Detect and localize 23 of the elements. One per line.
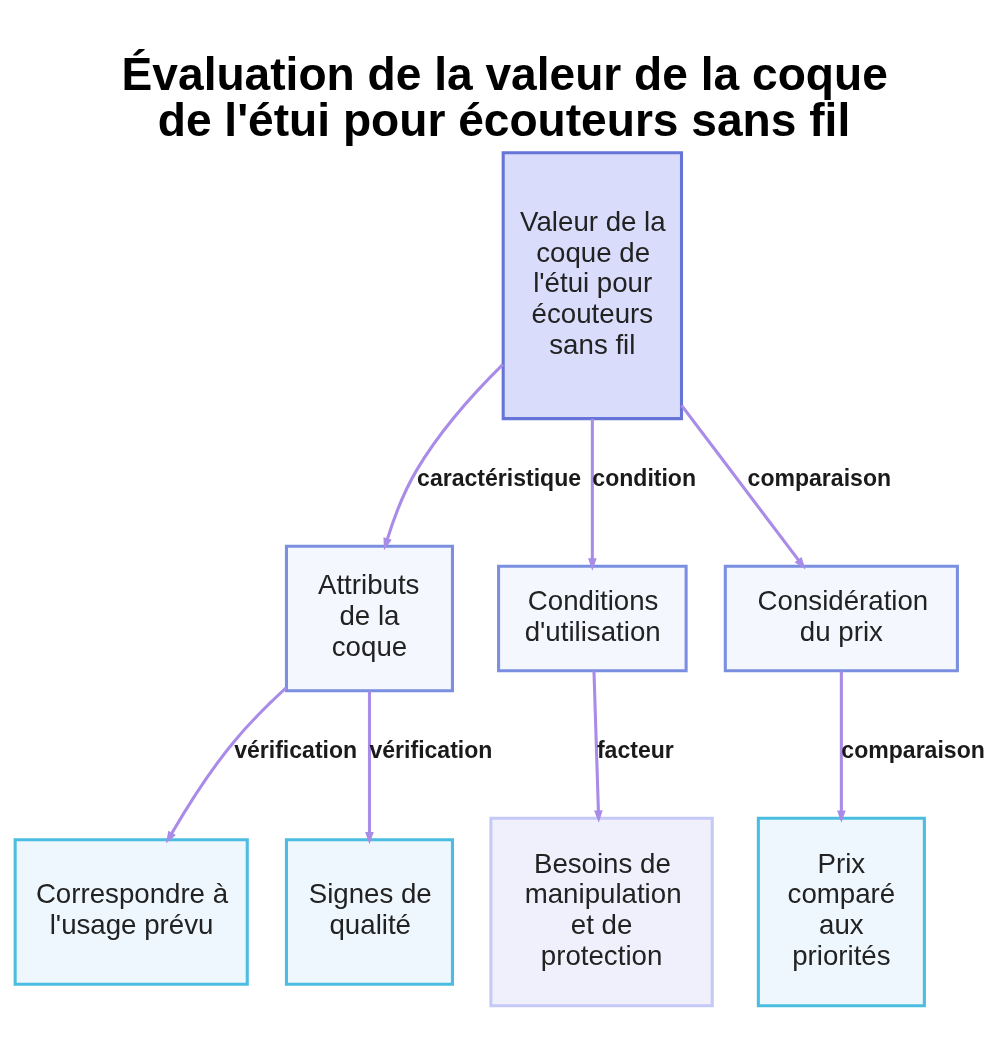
node-box: Signes de qualité bbox=[284, 838, 454, 986]
node-box: Correspondre à l'usage prévu bbox=[13, 838, 249, 986]
node-box: Attributs de la coque bbox=[284, 544, 454, 693]
diagram-title: Évaluation de la valeur de la coque de l'étui pour écouteurs sans fil bbox=[121, 47, 888, 146]
arrow bbox=[165, 686, 287, 844]
edge-label: condition bbox=[591, 465, 696, 492]
node-box: Valeur de la coque de l'étui pour écouteurs sans fil bbox=[501, 151, 683, 421]
arrow bbox=[382, 363, 504, 551]
edge-label: comparaison bbox=[747, 465, 891, 492]
edge-label: comparaison bbox=[840, 737, 985, 764]
arrow bbox=[587, 418, 597, 571]
edge-label: vérification bbox=[368, 737, 492, 764]
node-box: Considération du prix bbox=[723, 564, 959, 673]
arrow bbox=[836, 671, 846, 823]
node-box: Prix comparé aux priorités bbox=[756, 816, 926, 1008]
node-box: Besoins de manipulation et de protection bbox=[488, 816, 714, 1008]
node-box: Conditions d'utilisation bbox=[496, 564, 688, 673]
arrow bbox=[591, 671, 603, 823]
edge-label: vérification bbox=[233, 737, 357, 764]
edge-label: facteur bbox=[596, 737, 674, 764]
arrow bbox=[364, 691, 374, 845]
edge-label: caractéristique bbox=[416, 465, 581, 492]
arrow bbox=[679, 404, 806, 570]
